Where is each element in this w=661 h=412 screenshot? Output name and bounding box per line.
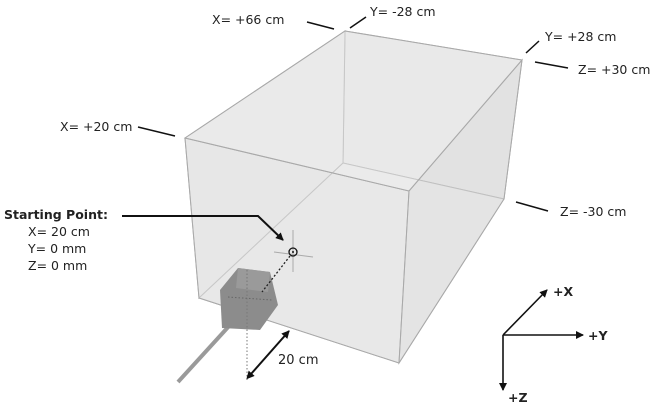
distance-arrow bbox=[246, 330, 290, 380]
label-y-pos: Y= +28 cm bbox=[545, 29, 617, 44]
workspace-box bbox=[183, 30, 523, 365]
starting-point-crosshair bbox=[261, 230, 314, 293]
axis-triad bbox=[499, 289, 584, 391]
starting-point-z: Z= 0 mm bbox=[28, 258, 88, 273]
label-x-far: X= +66 cm bbox=[212, 12, 285, 27]
label-z-pos: Z= +30 cm bbox=[578, 62, 651, 77]
label-y-neg: Y= -28 cm bbox=[370, 4, 436, 19]
leader-lines bbox=[137, 16, 569, 212]
starting-point-x: X= 20 cm bbox=[28, 224, 90, 239]
label-x-near: X= +20 cm bbox=[60, 119, 133, 134]
starting-point-y: Y= 0 mm bbox=[28, 241, 87, 256]
starting-point-title: Starting Point: bbox=[4, 207, 108, 222]
label-distance: 20 cm bbox=[278, 353, 319, 368]
label-z-neg: Z= -30 cm bbox=[560, 204, 627, 219]
starting-point-info: Starting Point: X= 20 cm Y= 0 mm Z= 0 mm bbox=[4, 206, 108, 274]
axis-label-x: +X bbox=[553, 284, 574, 299]
sensor-device bbox=[176, 268, 278, 384]
axis-label-y: +Y bbox=[588, 328, 608, 343]
axis-label-z: +Z bbox=[508, 390, 528, 405]
starting-point-arrow bbox=[122, 215, 284, 241]
